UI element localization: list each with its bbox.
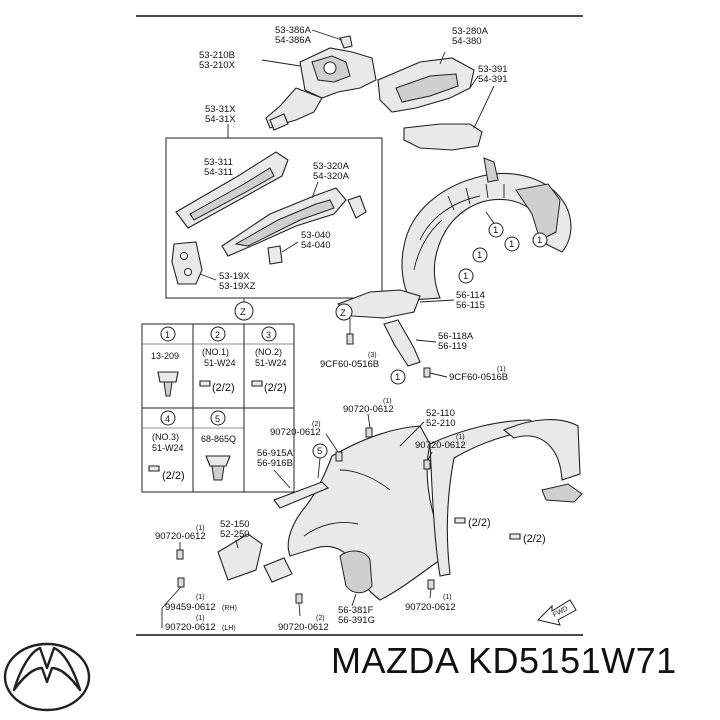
- qty-99459: (1): [196, 594, 205, 601]
- label-9cf60-0516b-b: 9CF60-0516B: [449, 372, 508, 383]
- z-marker-2: [335, 303, 353, 321]
- upper-member-parts: [377, 57, 483, 151]
- legend-head-3: 3: [266, 330, 271, 340]
- label-56-114: 56-114: [456, 290, 485, 301]
- brand-part-number: MAZDA KD5151W71: [331, 640, 677, 681]
- label-53-040: 53-040: [301, 230, 331, 241]
- frame-members: [171, 151, 367, 285]
- label-53-391: 53-391: [478, 64, 508, 75]
- legend-part-3b: 51-W24: [255, 358, 287, 368]
- label-52-150: 52-150: [220, 519, 250, 530]
- legend-head-4: 4: [165, 414, 170, 424]
- callout-1d: 1: [477, 250, 482, 261]
- legend-part-3a: (NO.2): [255, 347, 282, 357]
- legend-head-1: 1: [165, 330, 170, 340]
- label-52-210: 52-210: [426, 418, 456, 429]
- label-53-19x: 53-19X: [219, 271, 250, 282]
- label-56-119: 56-119: [438, 341, 467, 352]
- label-52-250: 52-250: [220, 529, 250, 540]
- qty-90720-e: (1): [196, 615, 205, 622]
- legend-part-3c: (2/2): [264, 382, 287, 394]
- callout-1b: 1: [509, 239, 514, 250]
- legend-part-2a: (NO.1): [202, 347, 229, 357]
- qty-90720-b: (2): [312, 421, 321, 428]
- z-marker-1-label: Z: [240, 307, 246, 318]
- liner-callouts: 1 1 1 1 1 1: [390, 211, 548, 385]
- legend-part-5: 68-865Q: [201, 434, 236, 444]
- qty-90720-g: (1): [443, 594, 452, 601]
- qty-90720-d: (1): [196, 525, 205, 532]
- label-54-386a: 54-386A: [275, 35, 312, 46]
- qty-9cf60-a: (3): [368, 352, 377, 359]
- mazda-logo-icon: [3, 642, 91, 712]
- qty-90720-c: (1): [456, 434, 465, 441]
- label-90720-0612-e: 90720-0612: [165, 622, 216, 633]
- label-52-110: 52-110: [426, 408, 455, 419]
- label-56-115: 56-115: [456, 300, 485, 311]
- front-fender: [217, 419, 583, 601]
- label-90720-0612-g: 90720-0612: [405, 602, 456, 613]
- side-90720-e: (LH): [222, 625, 236, 632]
- label-56-915a: 56-915A: [257, 448, 294, 459]
- legend-part-2b: 51-W24: [204, 358, 236, 368]
- legend-part-4c: (2/2): [162, 470, 185, 482]
- qty-90720-f: (2): [316, 615, 325, 622]
- label-53-320a: 53-320A: [313, 161, 350, 172]
- label-56-118a: 56-118A: [438, 331, 474, 342]
- label-90720-0612-b: 90720-0612: [270, 427, 321, 438]
- label-54-320a: 54-320A: [313, 171, 350, 182]
- legend-part-1: 13-209: [151, 351, 179, 361]
- label-53-31x: 53-31X: [205, 104, 236, 115]
- legend-part-4b: 51-W24: [152, 443, 184, 453]
- reinforcement-assembly: [265, 35, 377, 131]
- label-53-311: 53-311: [204, 157, 233, 168]
- label-53-19xz: 53-19XZ: [219, 281, 256, 292]
- label-53-210x: 53-210X: [199, 60, 236, 71]
- fraction-2-2-b: (2/2): [523, 533, 546, 545]
- callout-5: 5: [317, 446, 322, 457]
- fastener-legend: 1 2 3 4 5 13-209 (NO.1) 51-W24 (2/2) (NO…: [141, 323, 295, 493]
- label-56-916b: 56-916B: [257, 458, 293, 469]
- label-99459-0612: 99459-0612: [165, 602, 216, 613]
- legend-part-2c: (2/2): [212, 382, 235, 394]
- label-90720-0612-a: 90720-0612: [343, 404, 394, 415]
- label-56-381f: 56-381F: [338, 605, 374, 616]
- label-56-391g: 56-391G: [338, 615, 375, 626]
- label-54-040: 54-040: [301, 240, 331, 251]
- label-54-380: 54-380: [452, 36, 482, 47]
- qty-9cf60-b: (1): [497, 366, 506, 373]
- liner-bolts: [346, 318, 431, 378]
- legend-head-2: 2: [215, 330, 220, 340]
- z-marker-2-label: Z: [340, 308, 346, 319]
- frame-box: [165, 137, 383, 299]
- fender-liner: [336, 157, 572, 367]
- label-9cf60-0516b-a: 9CF60-0516B: [320, 359, 379, 370]
- label-54-391: 54-391: [478, 74, 508, 85]
- legend-head-5: 5: [215, 414, 220, 424]
- fwd-arrow: FWD: [537, 599, 577, 626]
- side-99459: (RH): [222, 605, 237, 612]
- label-53-386a: 53-386A: [275, 25, 312, 36]
- label-54-311: 54-311: [204, 167, 233, 178]
- label-54-31x: 54-31X: [205, 114, 236, 125]
- label-90720-0612-c: 90720-0612: [415, 440, 466, 451]
- callout-1e: 1: [463, 271, 468, 282]
- label-90720-0612-f: 90720-0612: [278, 622, 329, 633]
- callout-1a: 1: [493, 225, 498, 236]
- callout-1f: 1: [395, 372, 400, 383]
- legend-part-4a: (NO.3): [152, 432, 179, 442]
- label-53-210b: 53-210B: [199, 50, 235, 61]
- fraction-2-2-a: (2/2): [468, 517, 491, 529]
- label-90720-0612-d: 90720-0612: [155, 531, 206, 542]
- callout-1c: 1: [537, 235, 542, 246]
- label-53-280a: 53-280A: [452, 26, 489, 37]
- qty-90720-a: (1): [383, 398, 392, 405]
